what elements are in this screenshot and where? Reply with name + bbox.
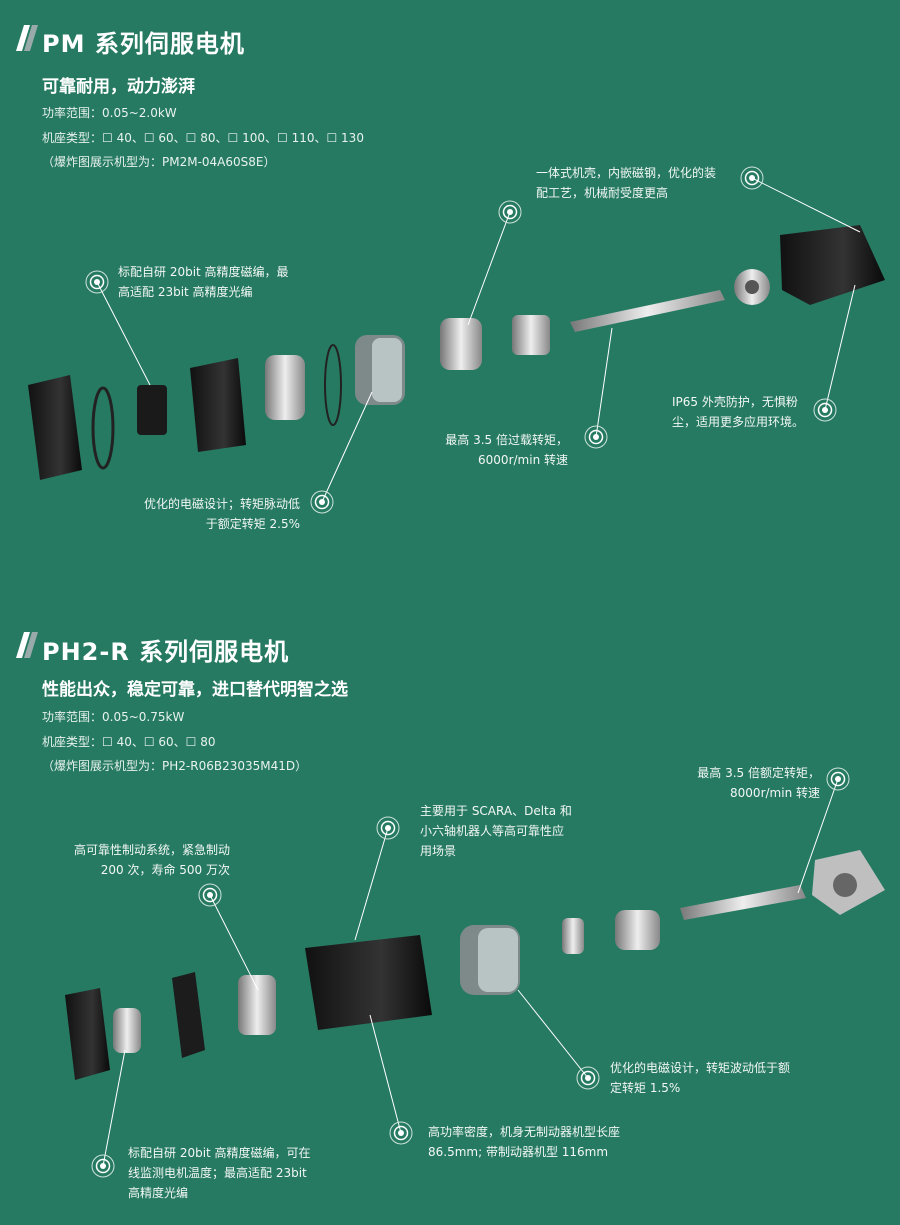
pm-callout-housing: 一体式机壳，内嵌磁钢，优化的装配工艺，机械耐受度更高: [536, 166, 717, 200]
pm-motor-parts: [28, 225, 885, 480]
ph2-callout-torque: 最高 3.5 倍额定转矩，8000r/min 转速: [697, 766, 820, 800]
ph2-callout-application: 主要用于 SCARA、Delta 和小六轴机器人等高可靠性应用场景: [420, 804, 572, 858]
pm-slogan: 可靠耐用，动力澎湃: [42, 77, 195, 97]
ph2-motor-parts: [65, 850, 885, 1080]
ph2-model: （爆炸图展示机型为：PH2-R06B23035M41D）: [42, 759, 308, 773]
series-logo-icon: [16, 632, 38, 658]
series-logo-icon: [16, 25, 38, 51]
ph2-title: PH2-R 系列伺服电机: [42, 638, 290, 666]
pm-title: PM 系列伺服电机: [42, 30, 245, 58]
pm-frames: 机座类型：☐ 40、☐ 60、☐ 80、☐ 100、☐ 110、☐ 130: [42, 131, 364, 145]
pm-power: 功率范围：0.05~2.0kW: [42, 106, 177, 120]
ph2-slogan: 性能出众，稳定可靠，进口替代明智之选: [42, 680, 348, 700]
pm-callout-em-design: 优化的电磁设计；转矩脉动低于额定转矩 2.5%: [143, 497, 300, 531]
ph2-frames: 机座类型：☐ 40、☐ 60、☐ 80: [42, 735, 216, 749]
ph2-callout-em-design: 优化的电磁设计，转矩波动低于额定转矩 1.5%: [610, 1061, 791, 1095]
pm-callout-encoder: 标配自研 20bit 高精度磁编，最高适配 23bit 高精度光编: [118, 265, 289, 299]
ph2-power: 功率范围：0.05~0.75kW: [42, 710, 185, 724]
leader-lines: [96, 177, 861, 1167]
pm-callout-ip65: IP65 外壳防护，无惧粉尘，适用更多应用环境。: [672, 395, 805, 429]
pm-model: （爆炸图展示机型为：PM2M-04A60S8E）: [42, 155, 276, 169]
pm-callout-overload: 最高 3.5 倍过载转矩，6000r/min 转速: [445, 433, 568, 467]
